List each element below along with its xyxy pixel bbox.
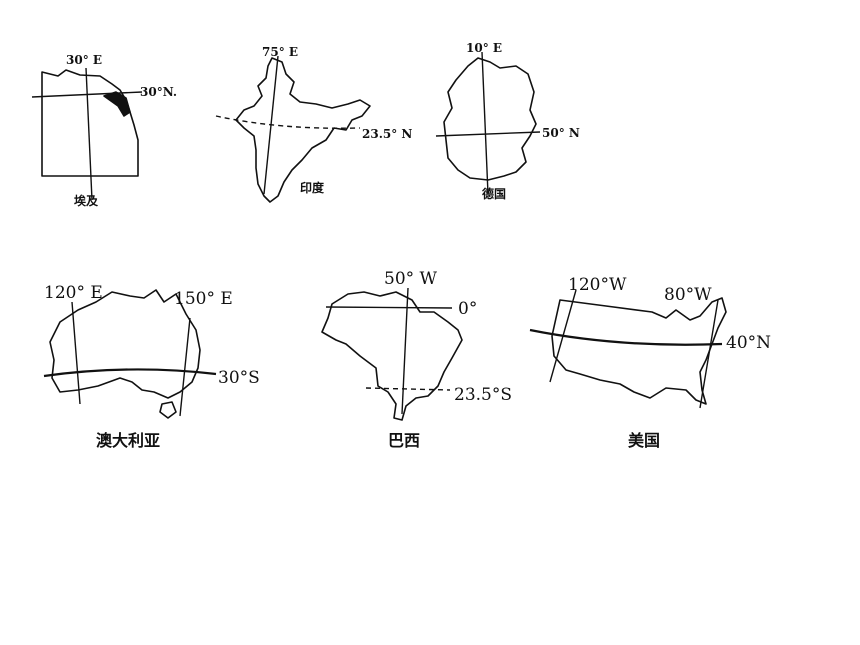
india-lat-label: 23.5° N <box>362 127 412 141</box>
usa-parallel <box>529 328 723 346</box>
brazil-meridian <box>401 287 409 415</box>
egypt-name: 埃及 <box>74 193 99 208</box>
usa-lon-right-label: 80°W <box>664 285 712 305</box>
tasmania-outline <box>159 401 177 419</box>
germany-lat-label: 50° N <box>542 126 580 140</box>
australia-meridian-west <box>71 301 81 405</box>
brazil-tropic-of-capricorn <box>365 387 451 391</box>
australia-name: 澳大利亚 <box>96 431 160 450</box>
usa-name: 美国 <box>628 431 660 450</box>
brazil-outline <box>321 291 463 421</box>
egypt-map: 30° E 30°N. 埃及 <box>31 53 177 208</box>
germany-meridian <box>481 51 489 195</box>
australia-meridian-east <box>179 317 191 417</box>
germany-map: 10° E 50° N 德国 <box>435 41 580 201</box>
egypt-outline <box>41 69 139 177</box>
australia-lon-left-label: 120° E <box>44 283 103 303</box>
australia-parallel <box>43 368 217 378</box>
egypt-meridian <box>85 67 93 201</box>
brazil-map: 50° W 0° 23.5°S 巴西 <box>321 269 512 450</box>
usa-meridian-east <box>699 299 719 409</box>
india-lon-label: 75° E <box>262 45 298 59</box>
sinai-outline <box>103 91 131 117</box>
egypt-lat-label: 30°N. <box>140 85 177 99</box>
brazil-name: 巴西 <box>388 431 420 450</box>
brazil-equator <box>325 306 453 309</box>
usa-lat-label: 40°N <box>726 333 771 353</box>
egypt-lon-label: 30° E <box>66 53 102 67</box>
india-map: 75° E 23.5° N 印度 <box>215 45 412 203</box>
germany-lon-label: 10° E <box>466 41 502 55</box>
egypt-parallel <box>31 91 143 98</box>
brazil-lat-bottom-label: 23.5°S <box>454 385 512 405</box>
germany-outline <box>443 57 537 181</box>
germany-name: 德国 <box>482 186 506 201</box>
india-tropic-of-cancer <box>215 115 361 129</box>
india-name: 印度 <box>300 180 325 195</box>
usa-lon-left-label: 120°W <box>568 275 627 295</box>
brazil-lat-top-label: 0° <box>458 299 477 319</box>
usa-outline <box>551 297 727 405</box>
australia-lon-right-label: 150° E <box>174 289 233 309</box>
germany-parallel <box>435 131 541 137</box>
brazil-lon-label: 50° W <box>384 269 438 289</box>
australia-map: 120° E 150° E 30°S 澳大利亚 <box>43 283 260 450</box>
usa-map: 120°W 80°W 40°N 美国 <box>529 275 771 450</box>
india-outline <box>235 57 371 203</box>
australia-outline <box>49 289 201 399</box>
australia-lat-label: 30°S <box>218 368 260 388</box>
